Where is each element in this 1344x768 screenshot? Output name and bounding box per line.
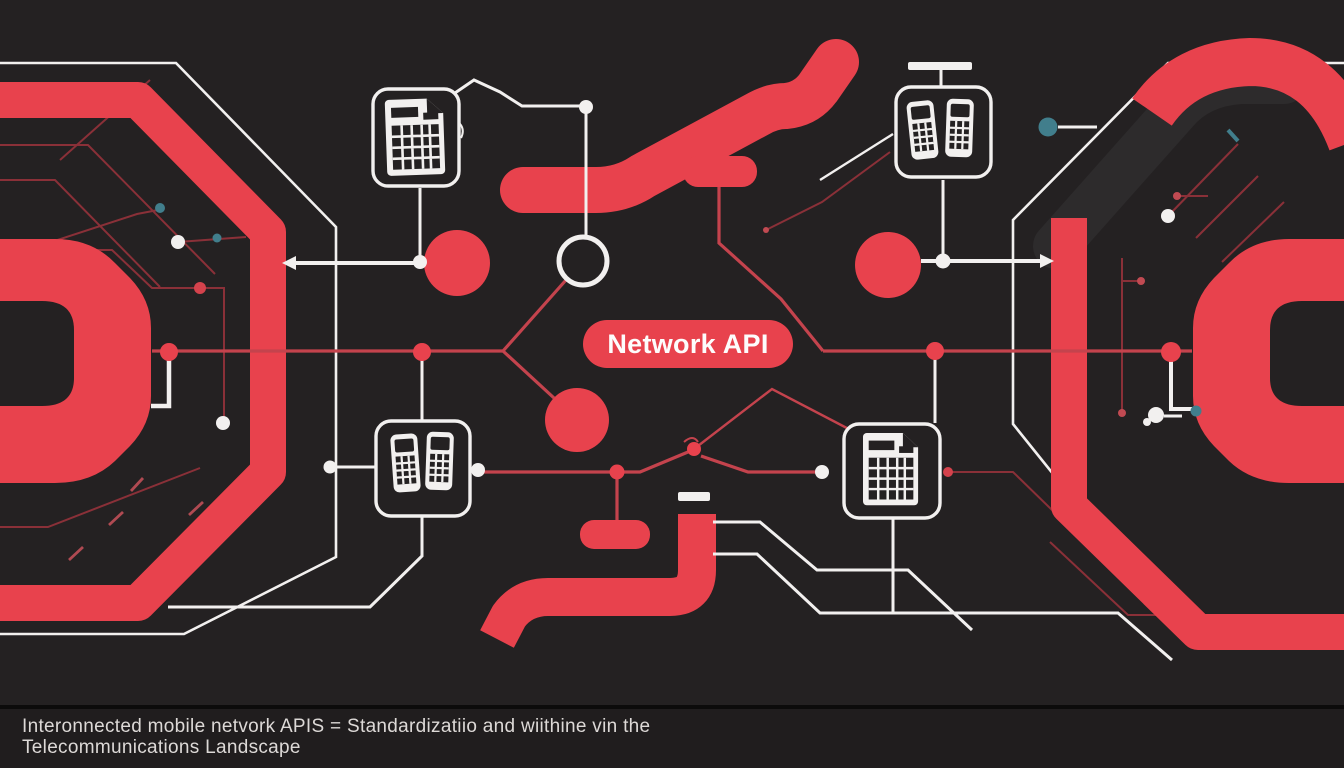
node-circles xyxy=(424,230,921,452)
caption-line-1: Interonnected mobile netvork APIS = Stan… xyxy=(22,716,651,737)
main-bus-line xyxy=(152,187,1192,400)
dual-phone-device-icon-top-right xyxy=(894,85,993,179)
red-node-icon xyxy=(855,232,921,298)
network-api-node: Network API xyxy=(583,320,793,368)
caption-bar: Interonnected mobile netvork APIS = Stan… xyxy=(0,705,1344,768)
arrow-right-icon xyxy=(1040,254,1054,268)
junction-dots xyxy=(155,100,1240,480)
caption-line-2: Telecommunications Landscape xyxy=(22,737,301,758)
dash-mark-bottom xyxy=(678,492,710,501)
sim-keypad-device-icon-mid-right xyxy=(842,422,942,520)
red-node-icon xyxy=(545,388,609,452)
dash-mark-top xyxy=(908,62,972,70)
ring-node-icon xyxy=(556,234,610,288)
white-circuit-traces xyxy=(151,70,1192,662)
small-node-pill-bottom xyxy=(580,520,650,549)
right-octagon-cluster xyxy=(952,37,1344,650)
red-node-icon xyxy=(424,230,490,296)
network-api-label: Network API xyxy=(607,328,769,359)
top-pipe-shape xyxy=(500,39,859,213)
bottom-pipe-shape xyxy=(480,472,716,648)
arrow-left-icon xyxy=(282,256,296,270)
lower-device-bus xyxy=(483,151,891,474)
dual-phone-device-icon-mid-left xyxy=(374,419,472,518)
small-node-pill-top xyxy=(683,156,757,187)
sim-keypad-device-icon-top-left xyxy=(371,87,461,188)
circuit-illustration xyxy=(0,37,1344,662)
